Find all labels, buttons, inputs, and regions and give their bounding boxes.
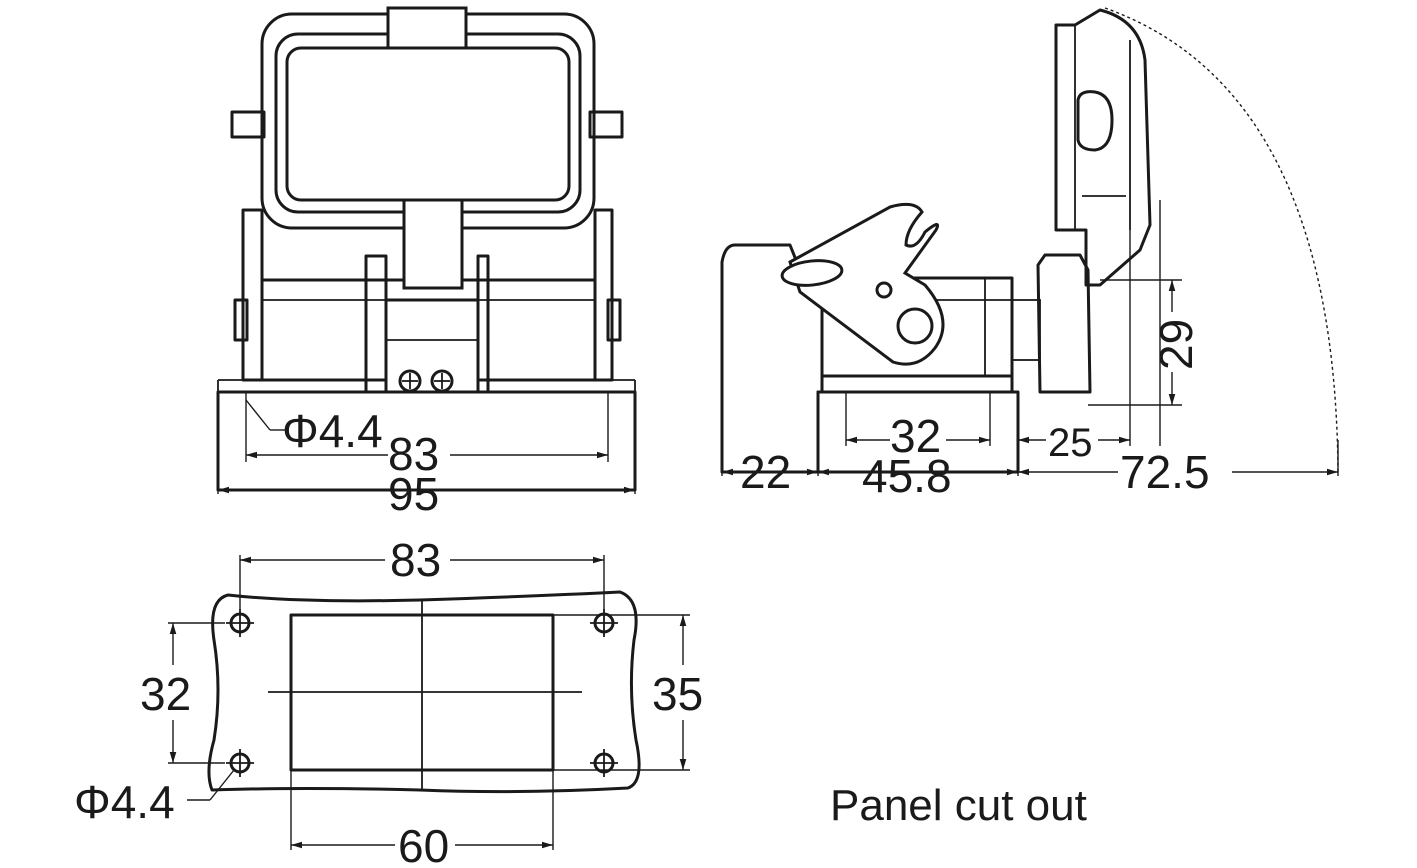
mount-hole-icon — [226, 749, 254, 777]
side-view: 22 45.8 32 25 72.5 29 — [720, 7, 1339, 502]
side-dim-22: 22 — [740, 446, 791, 498]
side-dim-25: 25 — [1048, 421, 1093, 465]
front-view: Φ4.4 83 95 — [216, 6, 637, 520]
side-cover — [1054, 8, 1152, 287]
side-dim-32: 32 — [890, 410, 941, 462]
panel-hole-diameter-label: Φ4.4 — [74, 776, 175, 828]
mount-hole-icon — [226, 609, 254, 637]
panel-outline — [207, 590, 641, 794]
screw-icon — [398, 369, 422, 393]
mount-hole-icon — [590, 609, 618, 637]
front-overall-width-label: 95 — [388, 468, 439, 520]
side-dim-45-8: 45.8 — [862, 450, 952, 502]
front-hole-spacing-label: 83 — [388, 428, 439, 480]
panel-cutout-caption: Panel cut out — [830, 781, 1087, 830]
panel-cutout-view: 83 32 35 60 Φ4.4 — [74, 534, 703, 868]
screw-icon — [430, 369, 454, 393]
panel-dim-35: 35 — [652, 668, 703, 720]
front-hole-diameter-label: Φ4.4 — [282, 405, 383, 457]
side-dim-72-5: 72.5 — [1120, 446, 1210, 498]
mount-hole-icon — [590, 749, 618, 777]
panel-dim-83: 83 — [390, 534, 441, 586]
locking-lever — [788, 202, 945, 366]
panel-dim-32: 32 — [140, 668, 191, 720]
side-dim-29: 29 — [1150, 319, 1202, 370]
panel-dim-60: 60 — [398, 820, 449, 868]
